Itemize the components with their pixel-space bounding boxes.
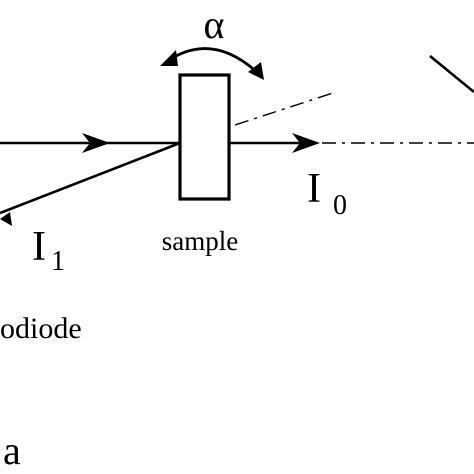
sample-plate — [178, 73, 231, 201]
reference-line — [179, 91, 337, 144]
reflected-label-subscript: 1 — [51, 246, 65, 277]
rotation-arrow-right — [248, 62, 264, 80]
detector-label: odiode — [0, 312, 82, 345]
incident-beam-arrow — [82, 133, 110, 153]
reflected-label: I — [32, 224, 46, 270]
sample-label: sample — [162, 226, 238, 256]
transmitted-beam-arrow — [292, 133, 320, 153]
rotation-arrow-left — [160, 50, 178, 66]
reflected-beam — [0, 141, 181, 215]
detector-mark — [0, 212, 12, 226]
panel-label: a — [3, 428, 21, 473]
rotation-arc — [165, 47, 260, 76]
detector-line-right — [429, 54, 474, 94]
angle-label: α — [204, 2, 225, 47]
transmitted-label: I — [307, 166, 321, 212]
transmitted-label-subscript: 0 — [333, 190, 347, 221]
